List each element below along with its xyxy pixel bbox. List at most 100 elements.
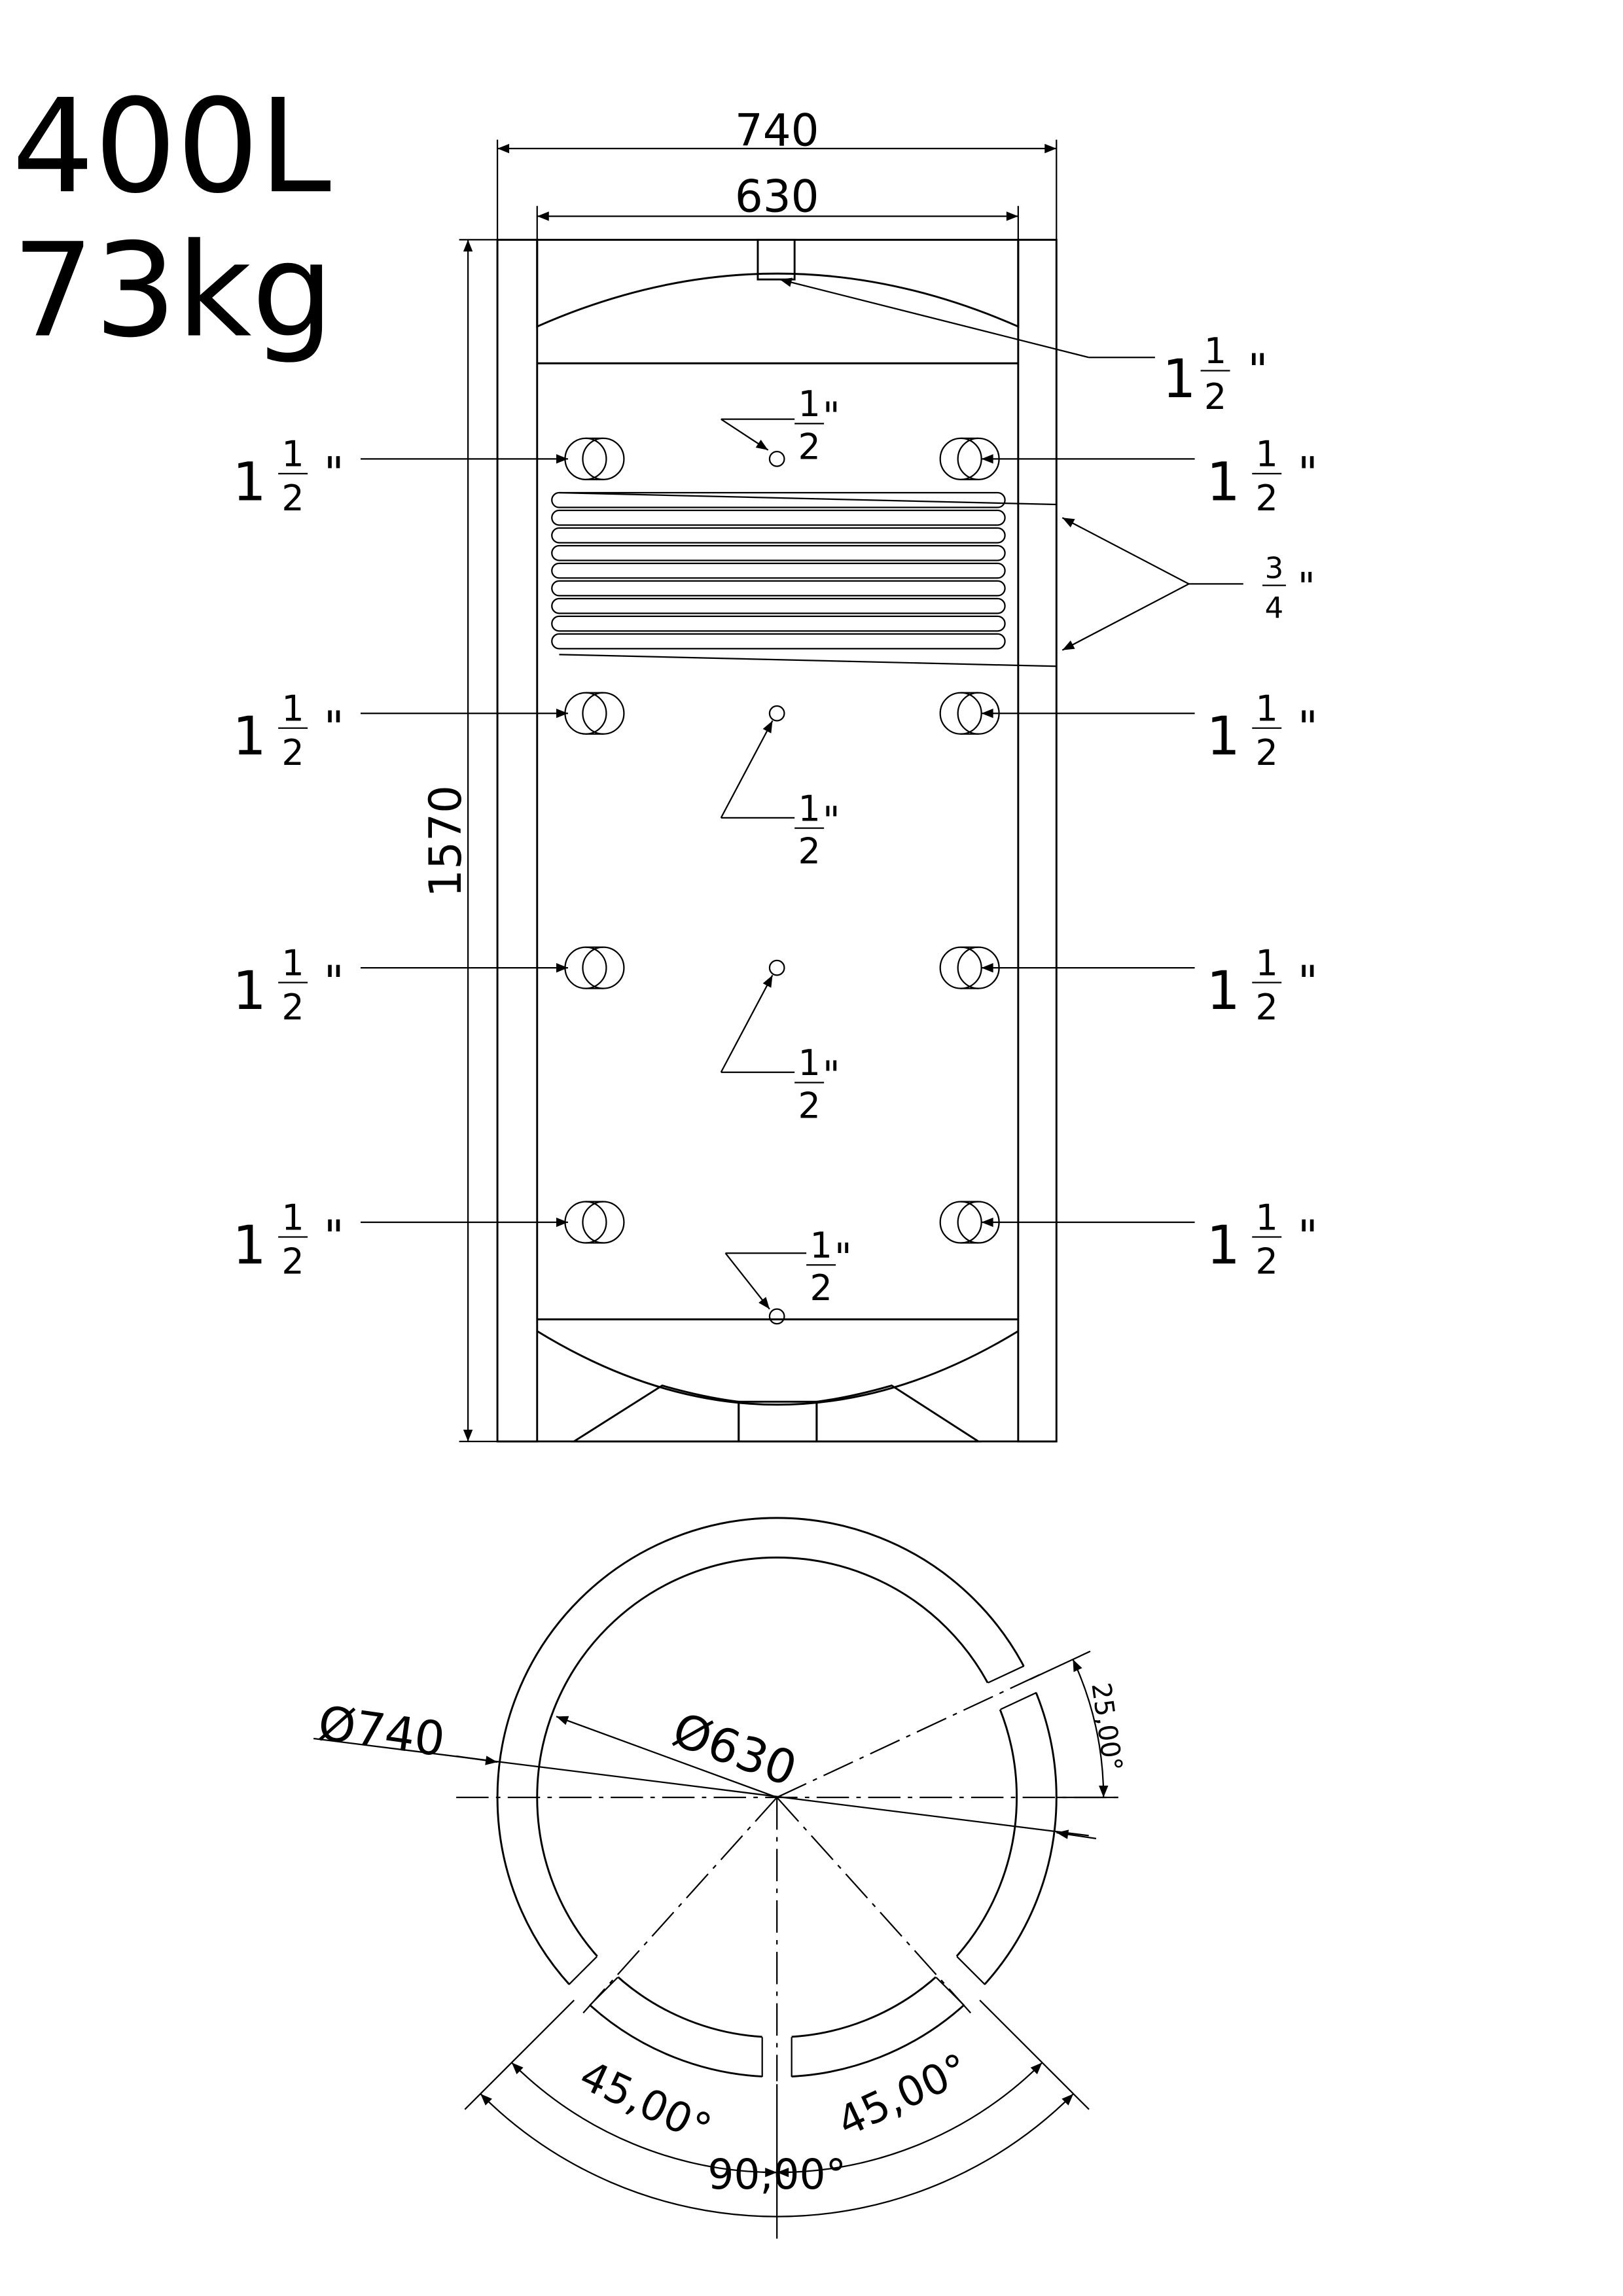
sensor-size-unit: ": [834, 1235, 852, 1280]
sensor-socket-icon: [768, 959, 785, 976]
port-size-unit: ": [324, 447, 344, 499]
port-size-num: 1: [281, 1197, 304, 1238]
port-size-den: 2: [281, 987, 304, 1028]
sensor-port: 12": [720, 705, 840, 872]
port-size-unit: ": [1298, 701, 1318, 753]
coil-turn: [551, 491, 1006, 508]
port-size-unit: ": [324, 956, 344, 1008]
port-size-num: 1: [1256, 942, 1278, 983]
port-size-whole: 1: [1207, 451, 1240, 513]
sensor-size-num: 1: [798, 788, 820, 829]
port-size-den: 2: [1256, 987, 1278, 1028]
extension-line: [1029, 1650, 1091, 1680]
coil-turn: [551, 633, 1006, 650]
port-size-whole: 1: [232, 961, 266, 1022]
coil-turn: [551, 615, 1006, 632]
port-size-whole: 1: [1207, 961, 1240, 1022]
port-size-unit: ": [324, 701, 344, 753]
weight-label: 73kg: [12, 215, 334, 366]
coil-turn: [551, 562, 1006, 579]
angle-arc-total: [480, 2093, 1074, 2217]
sensor-port: 12": [724, 1225, 852, 1325]
angle-left-text: 45,00°: [573, 2051, 719, 2153]
port-size-num: 1: [1256, 434, 1278, 475]
dimension-height: 1570: [419, 239, 498, 1443]
port-size-den: 2: [281, 1241, 304, 1282]
dimension-outer-width: 740: [496, 105, 1058, 240]
sensor-size-den: 2: [810, 1267, 832, 1309]
coil-num: 3: [1265, 550, 1284, 585]
port-size-whole: 1: [232, 1215, 266, 1277]
sensor-socket-icon: [768, 705, 785, 722]
port-size-den: 2: [1256, 732, 1278, 773]
coil-turn: [551, 597, 1006, 614]
tank-section: [496, 238, 1058, 1443]
port-pipe-icon: [582, 1201, 625, 1244]
port-size-whole: 1: [232, 706, 266, 768]
sensor-size-unit: ": [823, 394, 840, 438]
angle-dimensions: 25,00° 45,00° 45,00° 90,00°: [464, 1650, 1129, 2239]
sensor-size-unit: ": [823, 799, 840, 843]
heat-exchanger-coil: [551, 491, 1057, 667]
sensor-size-unit: ": [823, 1053, 840, 1097]
extension-line: [979, 2000, 1090, 2110]
port-size-num: 1: [281, 942, 304, 983]
port-size-den: 2: [1256, 1241, 1278, 1282]
port-size-unit: ": [1298, 447, 1318, 499]
port-pipe-icon: [582, 946, 625, 989]
diameter-dimensions: Ø740 Ø630: [313, 1695, 1097, 1840]
coil-turn: [551, 527, 1006, 544]
angle-arc-right: [777, 2062, 1043, 2178]
inner-width-text: 630: [735, 171, 819, 222]
port-size-whole: 1: [1207, 706, 1240, 768]
height-text: 1570: [419, 785, 471, 898]
port-size-num: 1: [1256, 1197, 1278, 1238]
dimension-inner-width: 630: [536, 171, 1019, 240]
port-size-whole: 1: [232, 451, 266, 513]
port-size-den: 2: [281, 732, 304, 773]
sensor-port: 12": [721, 383, 840, 467]
coil-turn: [551, 544, 1006, 561]
sensor-size-num: 1: [810, 1225, 832, 1266]
sensor-socket-icon: [768, 450, 785, 467]
cross-section: [456, 1517, 1118, 2081]
port-size-unit: ": [1298, 956, 1318, 1008]
top-port-num: 1: [1204, 330, 1226, 372]
sensor-size-den: 2: [798, 426, 820, 467]
top-port-den: 2: [1204, 376, 1226, 417]
angle-right-text: 45,00°: [830, 2044, 976, 2146]
port-size-den: 2: [1256, 478, 1278, 519]
coil-turn: [551, 509, 1006, 526]
port-pipe-icon: [582, 692, 625, 735]
port-size-unit: ": [324, 1210, 344, 1262]
outer-diameter-text: Ø740: [315, 1695, 448, 1767]
angle-arc-left: [511, 2062, 777, 2178]
sensor-size-den: 2: [798, 1085, 820, 1126]
sensor-port: 12": [720, 959, 840, 1126]
angle-arc-top: [1072, 1659, 1109, 1797]
coil-den: 4: [1265, 590, 1284, 625]
extension-line: [464, 2000, 575, 2110]
outer-width-text: 740: [735, 105, 819, 156]
sensor-size-num: 1: [798, 1042, 820, 1084]
coil-inlet: [559, 491, 1057, 506]
port-size-unit: ": [1298, 1210, 1318, 1262]
top-port-unit: ": [1248, 344, 1268, 396]
top-port-label: 1 1 2 ": [779, 277, 1268, 417]
coil-unit: ": [1298, 565, 1315, 609]
top-port-whole: 1: [1162, 349, 1196, 410]
port-size-num: 1: [281, 688, 304, 729]
port-size-num: 1: [281, 434, 304, 475]
port-size-den: 2: [281, 478, 304, 519]
coil-turn: [551, 580, 1006, 597]
port-size-whole: 1: [1207, 1215, 1240, 1277]
